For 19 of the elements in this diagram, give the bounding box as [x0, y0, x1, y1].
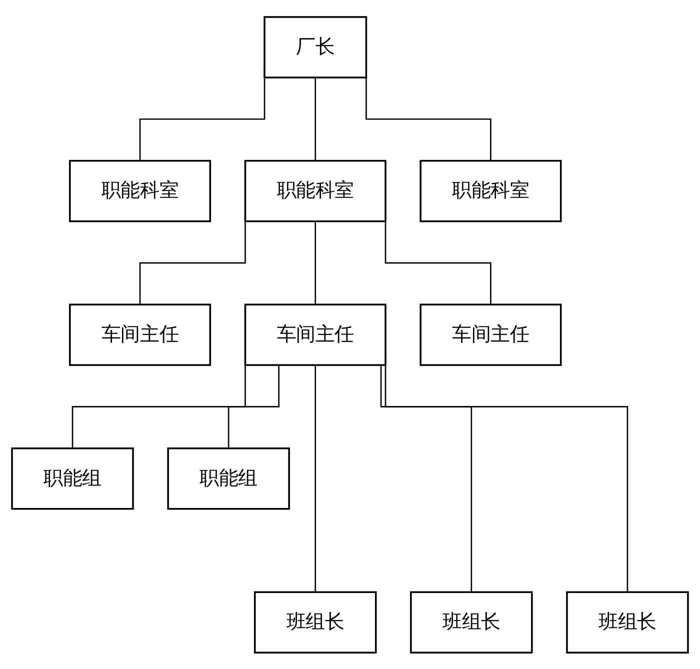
node-box: 班组长 — [566, 590, 689, 654]
node-box: 职能科室 — [420, 160, 562, 222]
connector — [380, 364, 472, 592]
node-box: 车间主任 — [69, 303, 212, 366]
connector — [384, 219, 492, 305]
node-box: 车间主任 — [420, 303, 562, 366]
connector — [314, 220, 316, 305]
connector — [314, 77, 316, 162]
node-box: 职能组 — [11, 447, 134, 510]
node-box: 职能科室 — [69, 160, 212, 222]
node-box: 班组长 — [254, 590, 377, 654]
node-box: 班组长 — [410, 590, 533, 654]
connector — [314, 364, 316, 592]
node-box: 车间主任 — [244, 303, 386, 366]
node-box: 职能组 — [167, 447, 290, 510]
connector — [228, 364, 280, 449]
node-box: 厂长 — [264, 16, 368, 78]
connector — [139, 219, 246, 305]
node-box: 职能科室 — [244, 160, 386, 222]
